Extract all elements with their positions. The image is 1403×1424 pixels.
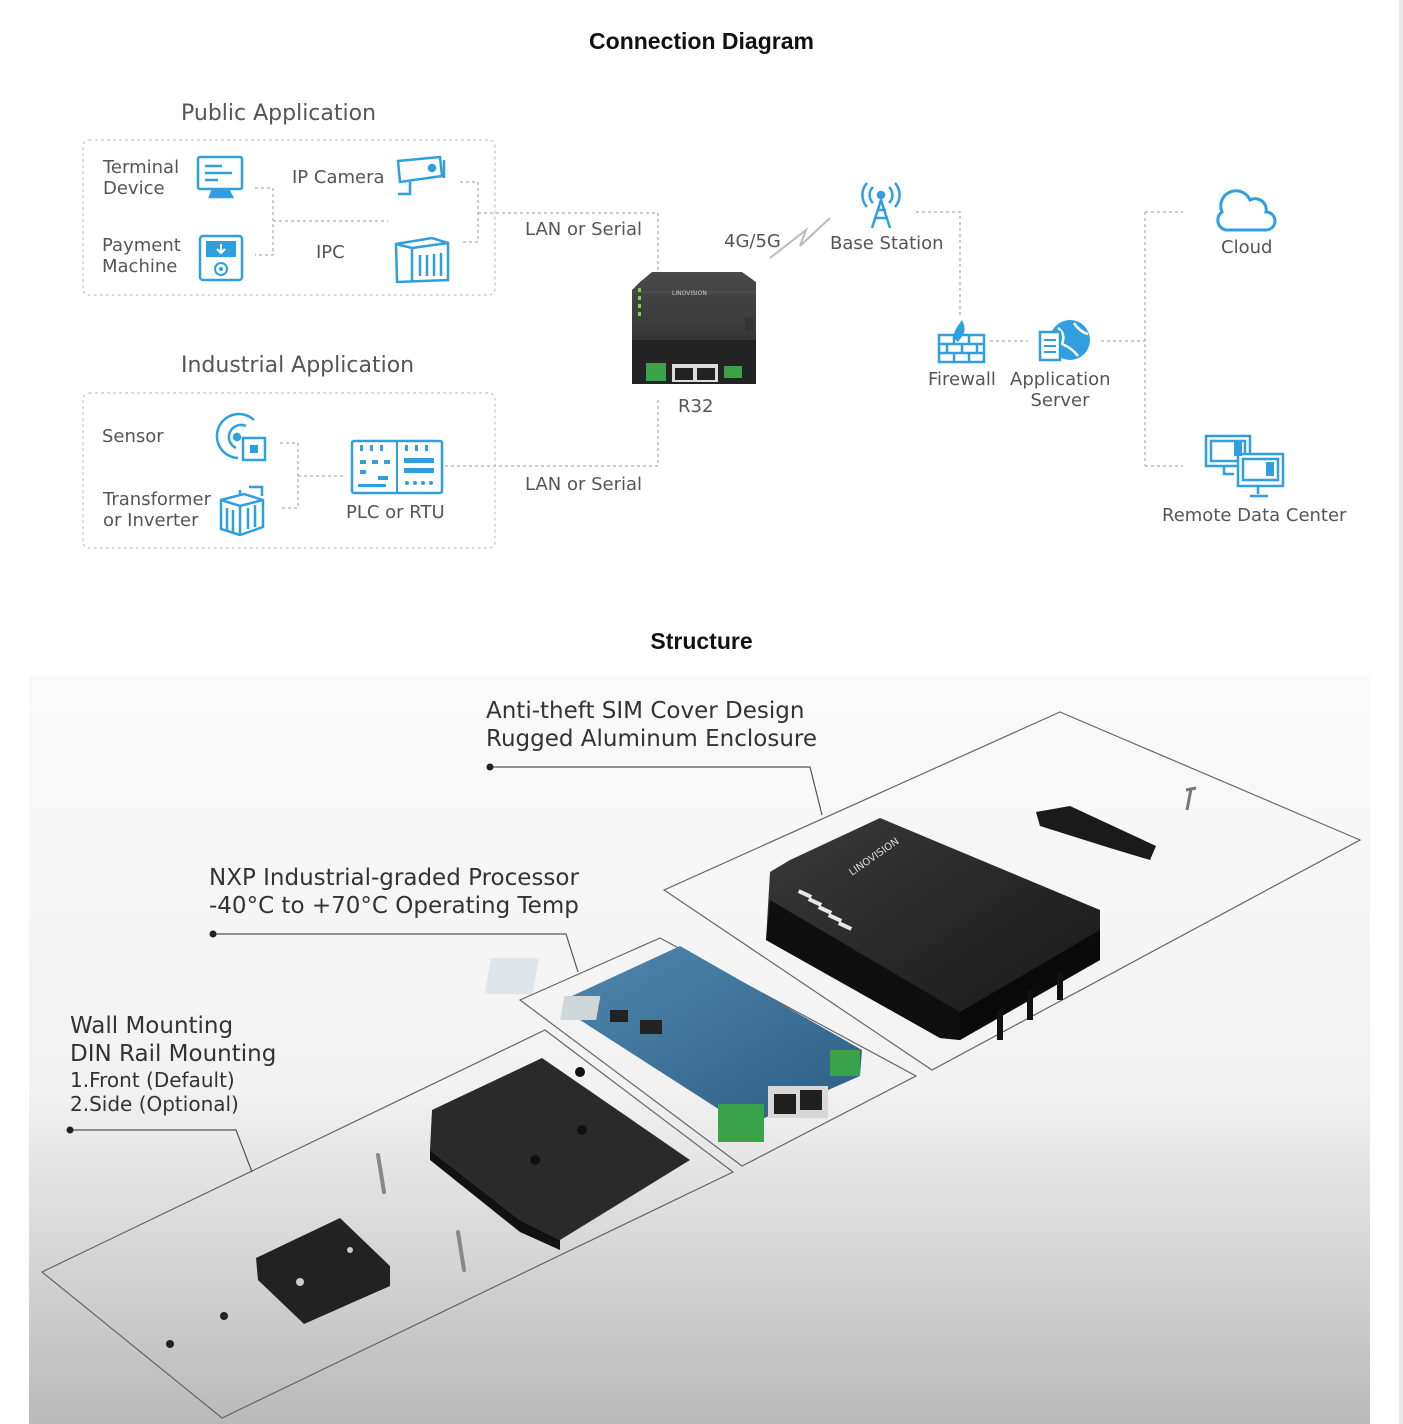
wireless-label: 4G/5G bbox=[724, 231, 781, 252]
firewall-label: Firewall bbox=[928, 369, 996, 390]
connector-lines bbox=[255, 181, 1183, 509]
router-r32-image bbox=[632, 272, 756, 384]
screw-top bbox=[1185, 786, 1197, 811]
link-top-label: LAN or Serial bbox=[525, 219, 643, 240]
pcb-board bbox=[484, 946, 862, 1142]
public-application-box bbox=[82, 139, 496, 296]
callout-enclosure: Anti-theft SIM Cover Design Rugged Alumi… bbox=[486, 697, 817, 753]
cloud-label: Cloud bbox=[1221, 237, 1273, 258]
aluminum-enclosure bbox=[766, 818, 1100, 1040]
structure-title: Structure bbox=[650, 628, 753, 654]
cloud-icon bbox=[1216, 189, 1277, 232]
link-bottom-label: LAN or Serial bbox=[525, 474, 643, 495]
router-name-label: R32 bbox=[678, 396, 714, 417]
sim-cover bbox=[1036, 806, 1156, 860]
callout-mounting-line-2: DIN Rail Mounting bbox=[70, 1041, 277, 1067]
payment-machine-icon bbox=[198, 234, 244, 282]
middle-plate bbox=[518, 937, 918, 1167]
page-edge bbox=[1399, 0, 1403, 1424]
application-server-icon bbox=[1038, 320, 1090, 362]
connection-diagram-title: Connection Diagram bbox=[589, 28, 814, 54]
plc-label: PLC or RTU bbox=[346, 502, 445, 523]
base-station-label: Base Station bbox=[830, 233, 944, 254]
callout-enclosure-line-1: Anti-theft SIM Cover Design bbox=[486, 698, 805, 724]
wireless-lightning-icon bbox=[769, 217, 831, 259]
callout-mounting-sub-2: 2.Side (Optional) bbox=[70, 1092, 239, 1116]
application-server-label: Application Server bbox=[1010, 369, 1111, 411]
ipc-icon bbox=[394, 236, 450, 284]
ip-camera-label: IP Camera bbox=[292, 167, 385, 188]
top-plate bbox=[662, 711, 1362, 1071]
ip-camera-icon bbox=[396, 155, 446, 196]
router-brand-text: LINOVISION bbox=[672, 290, 707, 297]
ipc-label: IPC bbox=[316, 242, 345, 263]
base-station-icon bbox=[861, 182, 901, 229]
bottom-cover bbox=[430, 1058, 690, 1250]
public-application-title: Public Application bbox=[181, 101, 377, 126]
sensor-label: Sensor bbox=[102, 426, 164, 447]
callout-mounting: Wall Mounting DIN Rail Mounting 1.Front … bbox=[70, 1012, 276, 1116]
callout-mounting-line-1: Wall Mounting bbox=[70, 1013, 234, 1039]
enclosure-brand-text: LINOVISION bbox=[847, 836, 901, 878]
callout-processor-line-2: -40°C to +70°C Operating Temp bbox=[209, 893, 579, 919]
plc-icon bbox=[350, 439, 444, 495]
terminal-device-label: Terminal Device bbox=[103, 157, 180, 199]
remote-data-center-icon bbox=[1204, 434, 1285, 498]
callout-enclosure-line-2: Rugged Aluminum Enclosure bbox=[486, 726, 818, 752]
callout-mounting-sub-1: 1.Front (Default) bbox=[70, 1068, 235, 1092]
terminal-device-icon bbox=[196, 155, 244, 199]
payment-machine-label: Payment Machine bbox=[102, 235, 181, 277]
industrial-application-title: Industrial Application bbox=[181, 353, 415, 378]
firewall-icon bbox=[937, 320, 986, 364]
mounting-screws bbox=[376, 1153, 466, 1272]
small-screws bbox=[166, 1312, 228, 1348]
din-rail-bracket bbox=[256, 1218, 390, 1324]
sensor-icon bbox=[215, 412, 267, 462]
connection-diagram: LINOVISION bbox=[82, 139, 1285, 549]
callout-processor-line-1: NXP Industrial-graded Processor bbox=[209, 865, 579, 891]
callout-processor: NXP Industrial-graded Processor -40°C to… bbox=[209, 864, 579, 920]
transformer-icon bbox=[219, 485, 265, 537]
transformer-label: Transformer or Inverter bbox=[103, 489, 212, 531]
industrial-application-box bbox=[82, 392, 496, 549]
remote-data-center-label: Remote Data Center bbox=[1162, 505, 1347, 526]
